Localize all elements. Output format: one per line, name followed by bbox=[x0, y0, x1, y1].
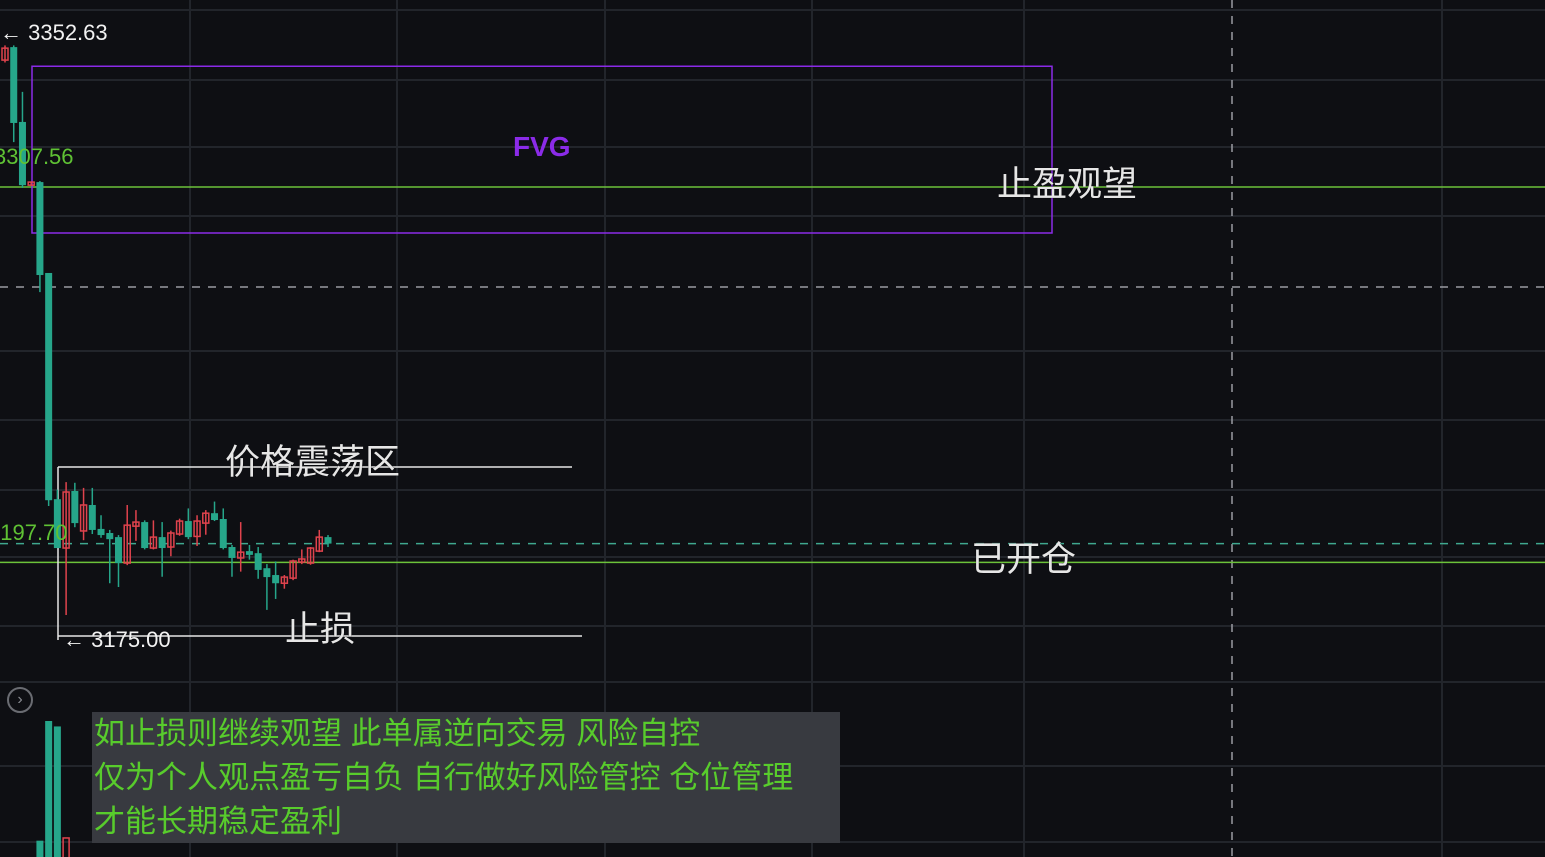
candle bbox=[167, 530, 175, 557]
candle bbox=[324, 535, 332, 548]
candle-body-down bbox=[53, 499, 61, 549]
candle bbox=[1, 45, 9, 63]
candle-body-up bbox=[123, 524, 131, 564]
candle-body-down bbox=[10, 47, 18, 123]
candle-body-down bbox=[106, 533, 114, 540]
candle bbox=[193, 515, 201, 546]
candle-body-up bbox=[289, 560, 297, 579]
candle bbox=[53, 489, 61, 549]
candle-body-down bbox=[184, 521, 192, 538]
take-profit-price-label: 3307.56 bbox=[0, 144, 74, 169]
candle-body-down bbox=[97, 528, 105, 536]
candle-body-down bbox=[219, 518, 227, 549]
candle bbox=[62, 482, 70, 616]
candle-body-up bbox=[175, 520, 184, 535]
candle bbox=[184, 508, 192, 540]
candle bbox=[219, 508, 227, 550]
candle bbox=[228, 544, 236, 577]
candle bbox=[236, 522, 245, 572]
note-line: 如止损则继续观望 此单属逆向交易 风险自控 bbox=[94, 716, 701, 751]
candle-body-down bbox=[114, 537, 122, 564]
candle-body-down bbox=[158, 537, 166, 549]
candle-body-down bbox=[245, 551, 253, 555]
candle-body-up bbox=[167, 532, 175, 548]
candle bbox=[79, 487, 88, 541]
candle-body-up bbox=[149, 536, 158, 549]
candle bbox=[141, 520, 149, 550]
candle bbox=[289, 559, 297, 581]
range-annotation[interactable]: 价格震荡区 bbox=[225, 443, 401, 482]
candle-body-down bbox=[228, 547, 236, 558]
volume-bar bbox=[62, 837, 70, 857]
candle bbox=[280, 575, 289, 589]
candle bbox=[298, 549, 306, 565]
candle-body-up bbox=[306, 547, 315, 564]
note-line: 仅为个人观点盈亏自负 自行做好风险管控 仓位管理 bbox=[94, 760, 794, 795]
candle-body-up bbox=[62, 491, 70, 549]
candle-body-down bbox=[211, 513, 219, 521]
candle bbox=[10, 45, 18, 143]
candle bbox=[315, 529, 324, 553]
candle bbox=[71, 482, 79, 528]
candle bbox=[36, 181, 44, 293]
volume-bar bbox=[36, 840, 44, 857]
candle bbox=[45, 272, 53, 507]
candle-body-up bbox=[236, 551, 245, 559]
fvg-zone-box bbox=[31, 65, 1053, 234]
candle-body-up bbox=[202, 512, 210, 524]
candle bbox=[97, 515, 105, 538]
chevron-right-circle-icon[interactable]: › bbox=[7, 687, 33, 713]
candle-body-down bbox=[18, 121, 26, 186]
entry-annotation[interactable]: 已开仓 bbox=[971, 540, 1077, 579]
candle bbox=[158, 522, 166, 577]
candle bbox=[254, 547, 262, 579]
volume-bars bbox=[36, 721, 70, 857]
stop-loss-price-label: ← 3175.00 bbox=[63, 627, 171, 652]
candle-body-down bbox=[45, 272, 53, 501]
take-profit-annotation[interactable]: 止盈观望 bbox=[997, 165, 1138, 204]
entry-price-label: 3197.70 bbox=[0, 520, 68, 545]
candle-body-up bbox=[315, 536, 324, 552]
fvg-label: FVG bbox=[513, 131, 571, 162]
candle-body-down bbox=[254, 553, 262, 570]
stop-loss-annotation[interactable]: 止损 bbox=[285, 610, 356, 649]
candle-body-down bbox=[324, 537, 332, 544]
candle-body-down bbox=[36, 182, 44, 276]
candle bbox=[149, 520, 158, 550]
candle bbox=[272, 561, 280, 599]
candle-body-up bbox=[193, 520, 201, 538]
candle bbox=[27, 181, 35, 186]
candle bbox=[123, 504, 131, 566]
candle-body-down bbox=[263, 568, 271, 578]
candle-body-down bbox=[272, 575, 280, 584]
candle-body-up bbox=[1, 47, 9, 61]
candle bbox=[202, 510, 210, 535]
note-textbox[interactable]: 如止损则继续观望 此单属逆向交易 风险自控 仅为个人观点盈亏自负 自行做好风险管… bbox=[92, 712, 840, 843]
candle-body-down bbox=[141, 522, 149, 549]
candle-body-up bbox=[280, 576, 289, 584]
candle-body-up bbox=[27, 181, 35, 186]
volume-bar bbox=[53, 726, 61, 857]
candle-body-down bbox=[71, 490, 79, 524]
note-line: 才能长期稳定盈利 bbox=[94, 804, 342, 839]
candle bbox=[132, 510, 140, 541]
candle bbox=[306, 547, 315, 565]
candle bbox=[245, 544, 253, 560]
volume-bar bbox=[45, 721, 53, 857]
candle-body-up bbox=[298, 558, 306, 563]
candle-body-up bbox=[79, 504, 88, 532]
candle bbox=[18, 91, 26, 188]
candle bbox=[211, 501, 219, 522]
candle bbox=[175, 518, 184, 536]
candle bbox=[114, 535, 122, 587]
candle-body-down bbox=[88, 504, 96, 530]
candle bbox=[88, 487, 96, 535]
drawings bbox=[31, 65, 1053, 640]
candle bbox=[263, 564, 271, 610]
candle bbox=[106, 529, 114, 584]
candle-body-up bbox=[132, 521, 140, 527]
candles bbox=[1, 45, 332, 616]
high-price-label: ← 3352.63 bbox=[0, 20, 108, 45]
